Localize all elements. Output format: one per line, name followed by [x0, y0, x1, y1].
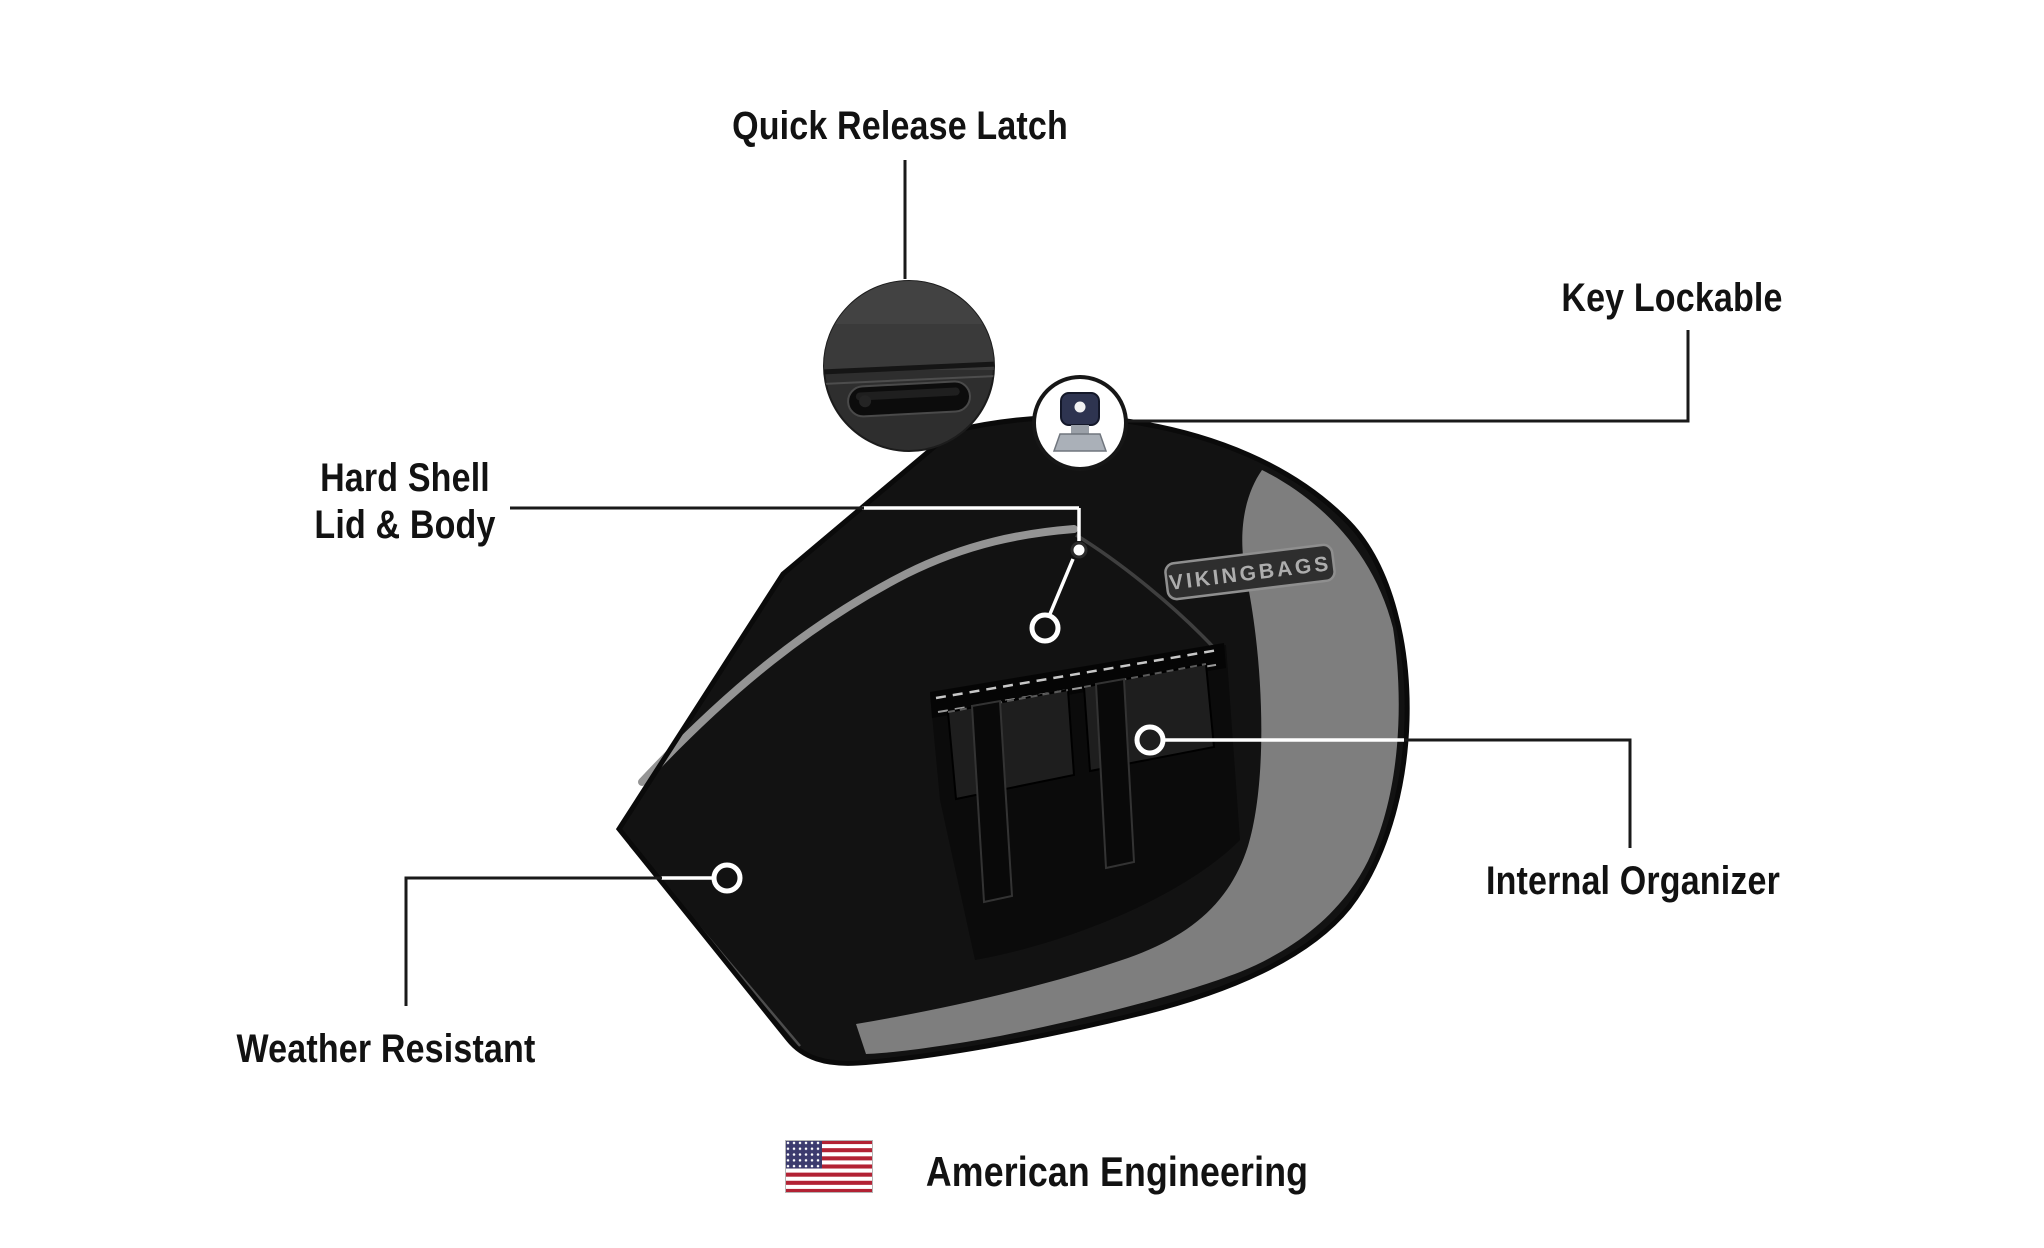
label-weather-resistant: Weather Resistant: [236, 1027, 536, 1071]
key-neck: [1071, 425, 1089, 434]
callout-lines: [404, 160, 1690, 1006]
organizer-leader: [1404, 738, 1632, 848]
latch-seam-light: [824, 375, 994, 385]
latch-seam-dark: [824, 361, 994, 375]
weather-point-ring: [711, 862, 743, 894]
callout-markers: [661, 506, 1404, 894]
pocket-right-stitch: [1083, 663, 1207, 688]
body-point-ring: [1029, 612, 1061, 644]
label-quick-release-latch: Quick Release Latch: [732, 104, 1068, 148]
organizer-rail: [930, 643, 1226, 718]
lid-seam: [1075, 533, 1218, 652]
key-base: [1052, 433, 1108, 452]
bag-outline: [615, 414, 1410, 1066]
organizer-point-ring: [1134, 724, 1166, 756]
latch-pivot: [859, 395, 872, 408]
latch-handle-highlight: [855, 387, 960, 401]
saddlebag-body: VIKINGBAGS: [615, 414, 1410, 1066]
pocket-left-stitch: [947, 689, 1069, 713]
stitch-line-top: [935, 648, 1219, 700]
bag-highlight: [856, 470, 1399, 1054]
internal-organizer-panel: [930, 643, 1240, 960]
organizer-strap-left: [970, 699, 1014, 904]
label-hard-shell-lid-body: Hard Shell Lid & Body: [314, 456, 496, 548]
brand-badge-plate: VIKINGBAGS: [1164, 543, 1336, 601]
label-key-lockable: Key Lockable: [1561, 276, 1783, 320]
label-internal-organizer: Internal Organizer: [1485, 859, 1781, 903]
organizer-strap-right: [1094, 677, 1136, 870]
latch-lid-top: [824, 281, 994, 324]
lid-body-connector: [1048, 558, 1075, 615]
footer-text: American Engineering: [925, 1148, 1309, 1195]
key-lockable-leader: [1128, 330, 1690, 423]
lid-point-dot: [1070, 541, 1088, 559]
weather-leader: [404, 876, 662, 1006]
lid-accent-stripe: [638, 525, 1078, 786]
us-flag-icon: [785, 1140, 873, 1198]
key-hole: [1074, 401, 1086, 413]
key-lock-icon: [1032, 375, 1128, 471]
